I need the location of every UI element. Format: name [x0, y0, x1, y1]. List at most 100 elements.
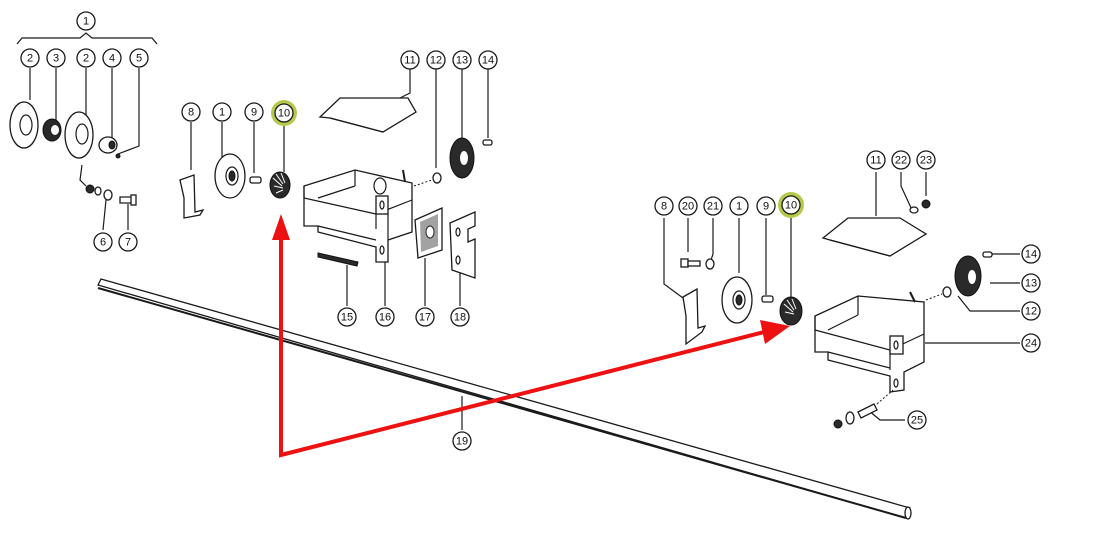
callout-number: 7	[125, 237, 131, 249]
callout-8: 8	[181, 102, 201, 122]
arrow-path	[279, 238, 769, 458]
flange-plate	[9, 101, 39, 149]
callout-number: 13	[456, 55, 468, 67]
callout-22: 22	[891, 150, 911, 170]
callout-13: 13	[452, 50, 472, 70]
callout-number: 10	[278, 108, 290, 120]
bolt	[680, 258, 701, 268]
callout-18: 18	[450, 307, 470, 327]
callout-circle	[703, 196, 723, 216]
callout-number: 6	[100, 237, 106, 249]
callout-number: 10	[785, 200, 797, 212]
highlight-arrows	[272, 214, 790, 458]
callout-number: 18	[454, 312, 466, 324]
callout-20: 20	[678, 196, 698, 216]
nut	[833, 419, 843, 429]
callout-10: 10	[778, 192, 804, 218]
cover-plate	[821, 217, 928, 257]
callout-21: 21	[703, 196, 723, 216]
assembly-brace	[16, 32, 158, 45]
callout-circle	[1021, 244, 1041, 264]
callout-14: 14	[478, 50, 498, 70]
callout-circle	[46, 48, 66, 68]
callout-3: 3	[46, 48, 66, 68]
washer	[705, 258, 715, 270]
callout-2: 2	[76, 48, 96, 68]
callout-number: 2	[27, 53, 33, 65]
callout-circle	[781, 195, 801, 215]
callout-2: 2	[20, 48, 40, 68]
callout-10: 10	[271, 100, 297, 126]
callout-11: 11	[866, 150, 886, 170]
key	[761, 295, 774, 303]
retaining-ring	[942, 286, 952, 298]
callout-number: 12	[430, 55, 442, 67]
callout-number: 1	[219, 107, 225, 119]
bevel-gear-small	[779, 296, 803, 326]
callout-circle	[866, 150, 886, 170]
callout-number: 20	[682, 201, 694, 213]
callout-circle	[375, 307, 395, 327]
callout-number: 8	[661, 201, 667, 213]
callout-4: 4	[102, 48, 122, 68]
callout-number: 9	[763, 201, 769, 213]
callout-1: 1	[212, 102, 232, 122]
center-gearbox-assembly	[179, 68, 493, 306]
callout-number: 1	[736, 201, 742, 213]
callout-circle	[337, 307, 357, 327]
callout-circle	[274, 103, 294, 123]
washer	[909, 206, 919, 214]
callout-5: 5	[129, 48, 149, 68]
chain-strip	[317, 252, 359, 267]
callout-circle	[450, 307, 470, 327]
callout-13: 13	[1021, 273, 1041, 293]
callout-circle	[118, 232, 138, 252]
washer	[845, 411, 855, 425]
callout-circle	[729, 196, 749, 216]
callout-circle	[452, 50, 472, 70]
callout-circle	[129, 48, 149, 68]
callout-6: 6	[93, 232, 113, 252]
callout-19: 19	[452, 431, 472, 451]
callout-number: 23	[920, 155, 932, 167]
callout-9: 9	[244, 102, 264, 122]
callout-17: 17	[415, 307, 435, 327]
callout-circle	[426, 50, 446, 70]
callout-number: 24	[1025, 338, 1037, 350]
gearbox-housing	[303, 169, 413, 263]
callout-number: 17	[419, 312, 431, 324]
callout-1: 1	[76, 11, 96, 31]
callout-circle	[415, 307, 435, 327]
callout-number: 12	[1025, 306, 1037, 318]
right-gearbox-assembly	[663, 172, 1020, 429]
callout-number: 9	[251, 107, 257, 119]
callout-16: 16	[375, 307, 395, 327]
callout-number: 11	[870, 155, 881, 167]
callout-circle	[212, 102, 232, 122]
callout-14: 14	[1021, 244, 1041, 264]
callout-9: 9	[756, 196, 776, 216]
callout-circle	[756, 196, 776, 216]
callout-number: 25	[911, 415, 923, 427]
callout-number: 14	[482, 55, 494, 67]
callout-circle	[916, 150, 936, 170]
callout-circle	[1021, 273, 1041, 293]
callout-circle	[1021, 333, 1041, 353]
callout-12: 12	[1021, 301, 1041, 321]
arrow-head-right	[760, 320, 790, 344]
callout-circle	[907, 410, 927, 430]
callout-25: 25	[907, 410, 927, 430]
callout-circle	[400, 50, 420, 70]
callout-number: 5	[136, 53, 142, 65]
callout-circle	[654, 196, 674, 216]
bracket-plate	[179, 174, 205, 219]
key	[249, 176, 262, 184]
callout-circle	[678, 196, 698, 216]
callout-23: 23	[916, 150, 936, 170]
callout-number: 2	[83, 53, 89, 65]
left-bearing-assembly	[9, 32, 158, 231]
bolt	[857, 403, 878, 419]
washer	[103, 189, 113, 201]
callout-circle	[891, 150, 911, 170]
